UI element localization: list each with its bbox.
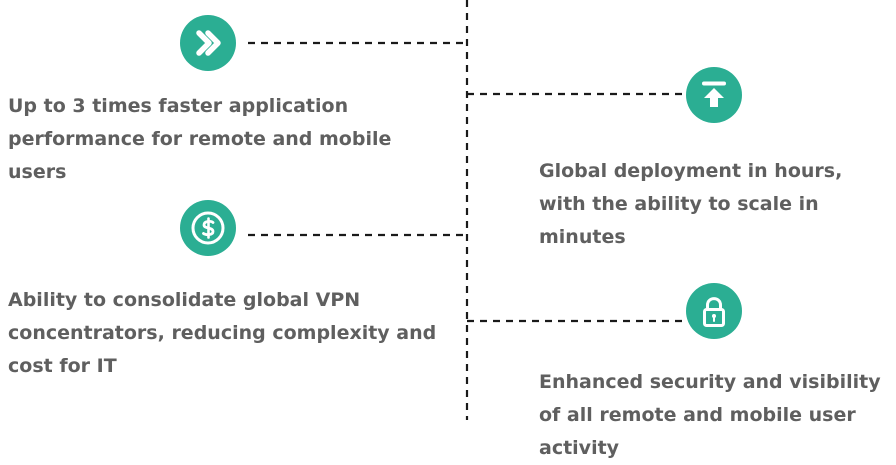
feature-1-text: Up to 3 times faster application perform…	[8, 95, 392, 183]
dollar-coin-icon	[180, 200, 236, 256]
lock-icon	[686, 283, 742, 339]
upload-arrow-icon	[686, 67, 742, 123]
feature-2-text: Ability to consolidate global VPN concen…	[8, 289, 437, 377]
feature-3-text: Global deployment in hours, with the abi…	[539, 160, 843, 248]
feature-4-text: Enhanced security and visibility of all …	[539, 371, 881, 459]
fast-forward-icon	[180, 15, 236, 71]
